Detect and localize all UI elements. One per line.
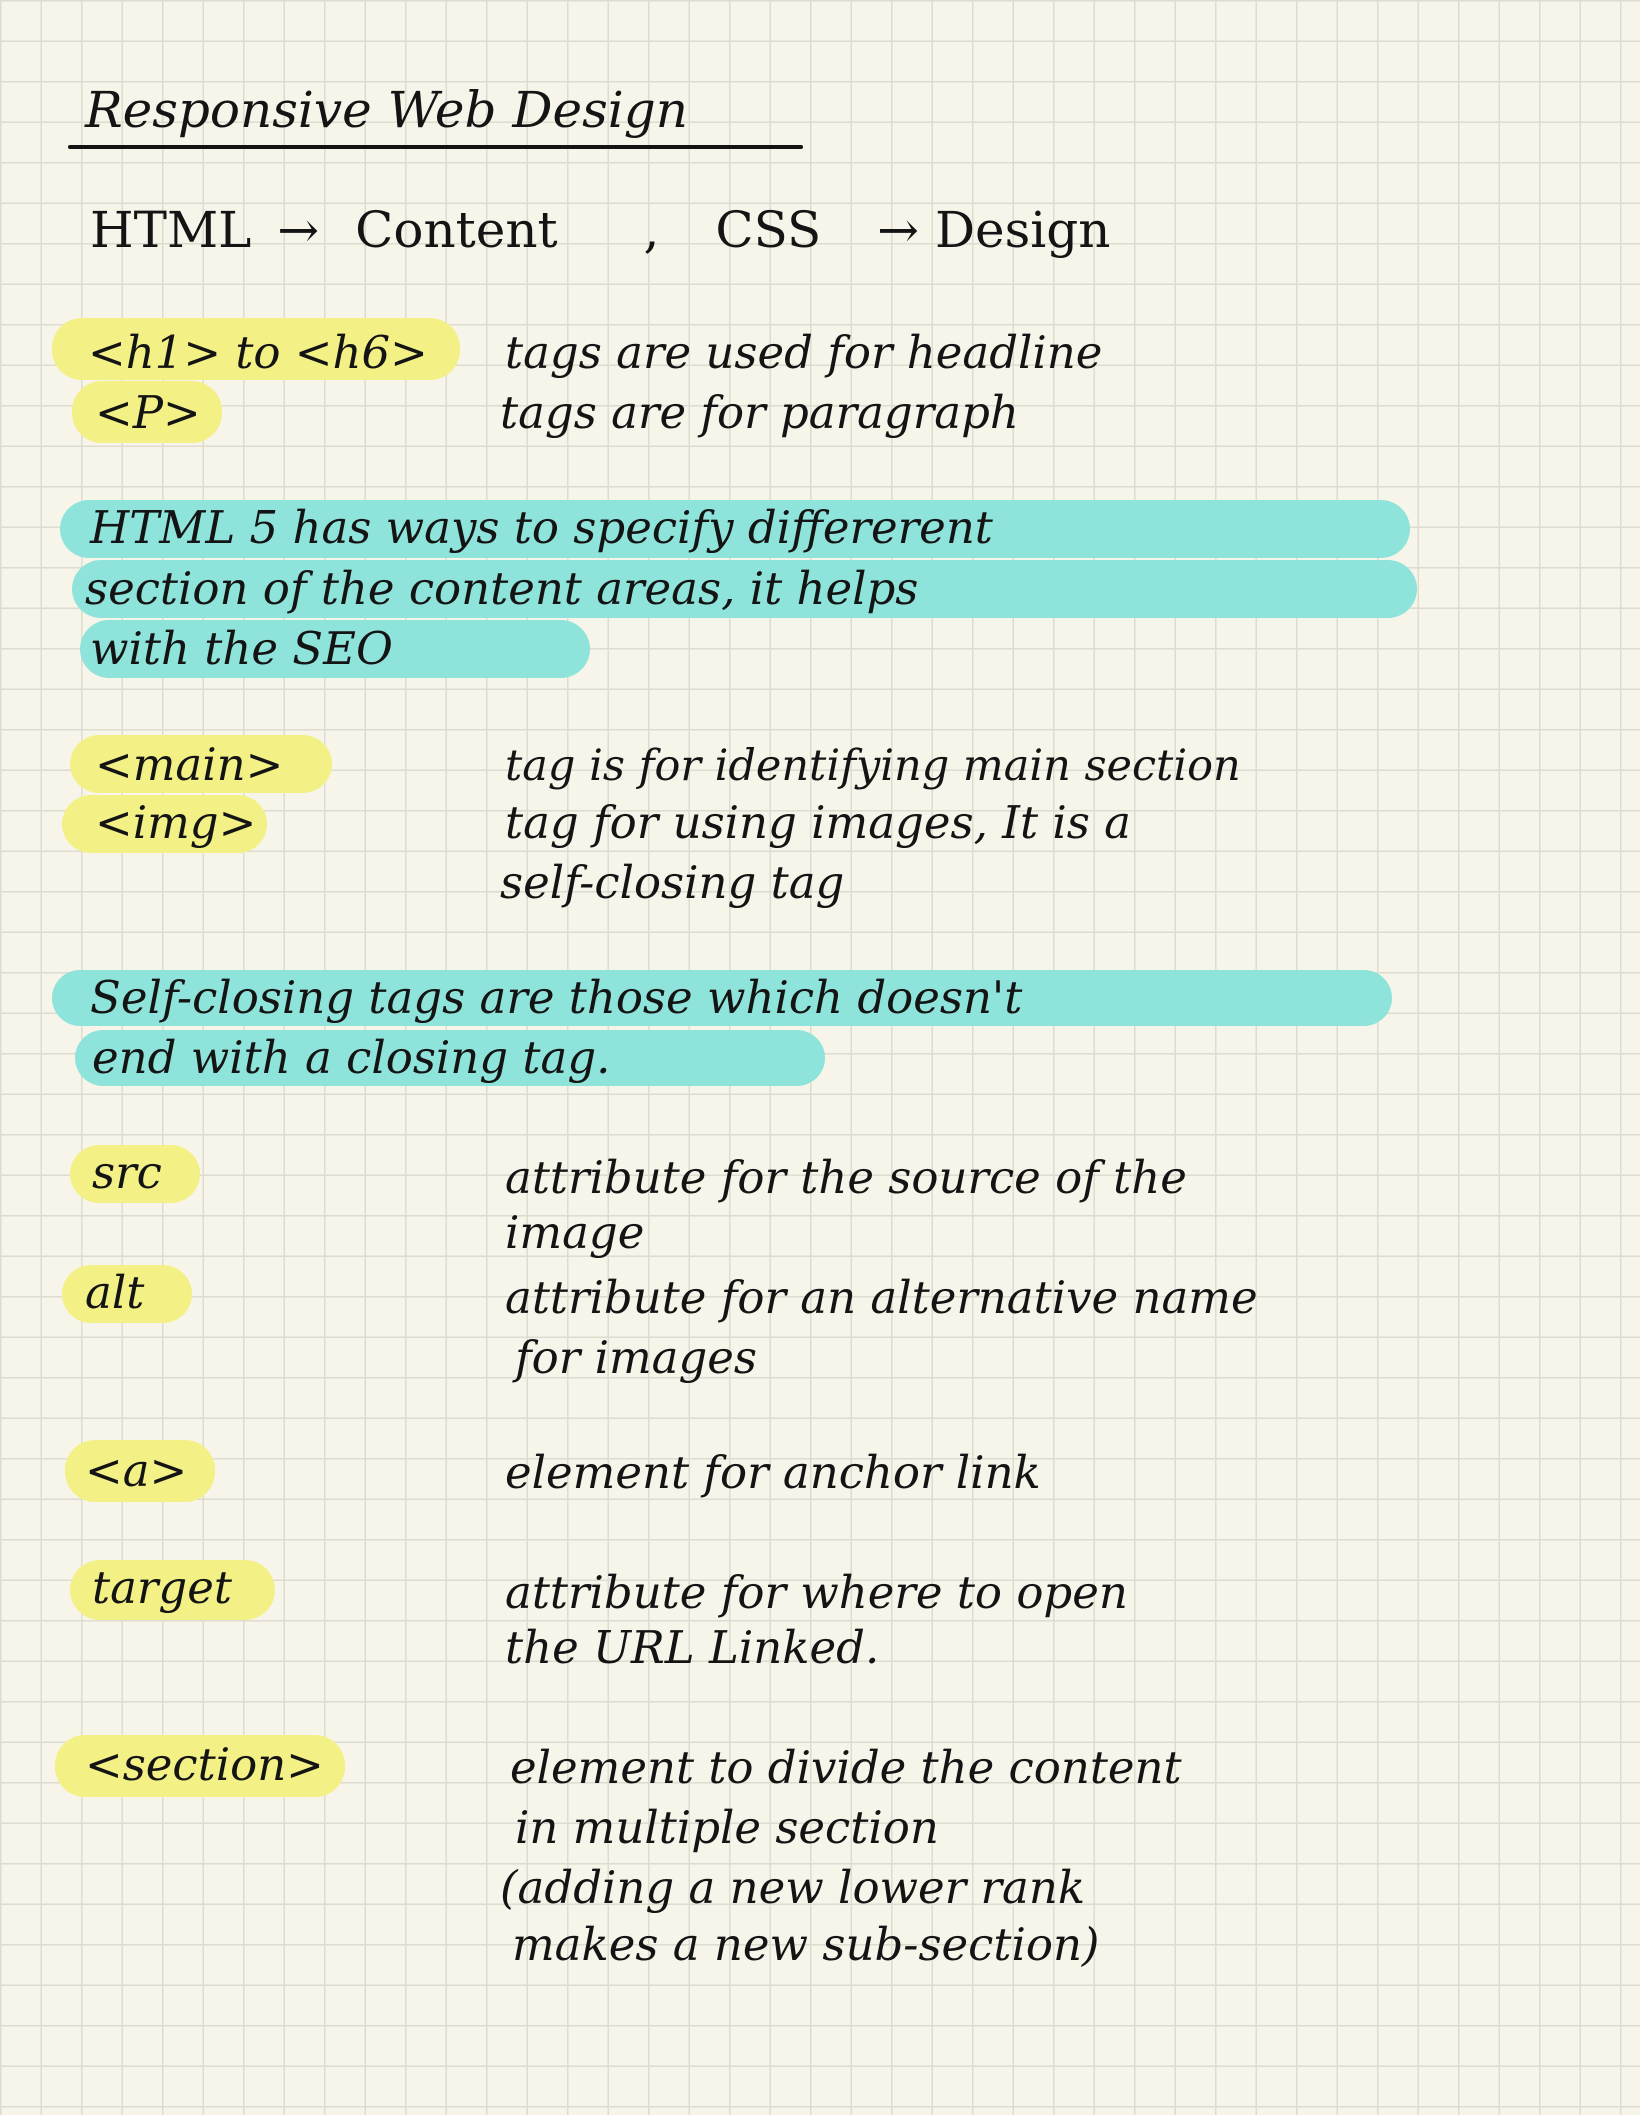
arrow-icon: → [277,201,320,259]
term-alt: alt [85,1266,145,1319]
highlight-html5-line1 [60,500,1410,558]
desc-img-line1: tag for using images, It is a [505,796,1131,849]
desc-section-line4: makes a new sub-section) [512,1918,1100,1971]
highlight-html5-line3 [80,620,590,678]
selfclosing-note-line1: Self-closing tags are those which doesn'… [90,971,1023,1024]
desc-alt-line2: for images [515,1331,757,1384]
desc-a-line1: element for anchor link [505,1446,1041,1499]
term-section: <section> [85,1738,324,1791]
highlight-html5-line2 [72,560,1417,618]
intro-content: Content [355,201,558,259]
title-underline [68,145,803,149]
intro-html: HTML [90,201,252,259]
html5-note-line1: HTML 5 has ways to specify differerent [90,501,993,554]
desc-alt-line1: attribute for an alternative name [505,1271,1258,1324]
term-src: src [92,1146,162,1199]
intro-line: HTML → Content , CSS → Design [90,205,1111,255]
arrow-icon: → [877,201,920,259]
page-title: Responsive Web Design [85,81,688,139]
desc-p: tags are for paragraph [500,386,1019,439]
highlight-src [70,1145,200,1203]
desc-src-line1: attribute for the source of the [505,1151,1187,1204]
desc-section-line1: element to divide the content [510,1741,1182,1794]
desc-section-line3: (adding a new lower rank [500,1861,1086,1914]
highlight-img [62,795,267,853]
desc-section-line2: in multiple section [515,1801,939,1854]
term-target: target [92,1561,232,1614]
html5-note-line2: section of the content areas, it helps [85,562,919,615]
html5-note-line3: with the SEO [90,622,393,675]
highlight-main [70,735,332,793]
term-h1-h6: <h1> to <h6> [88,326,428,379]
highlight-selfclosing-line2 [75,1030,825,1086]
highlight-p [72,381,222,443]
desc-h1-h6: tags are used for headline [505,326,1103,379]
highlight-target [70,1560,275,1620]
selfclosing-note-line2: end with a closing tag. [92,1031,611,1084]
highlight-h1-h6 [52,318,460,380]
term-a: <a> [85,1444,188,1497]
term-p: <P> [95,386,201,439]
intro-design: Design [934,201,1111,259]
term-main: <main> [95,738,284,791]
highlight-selfclosing-line1 [52,970,1392,1026]
intro-comma: , [643,201,660,259]
desc-main-line1: tag is for identifying main section [505,741,1241,791]
desc-src-line2: image [505,1206,645,1259]
highlight-alt [62,1265,192,1323]
highlight-a [65,1440,215,1502]
desc-target-line1: attribute for where to open [505,1566,1128,1619]
term-img: <img> [95,796,257,849]
desc-img-line2: self-closing tag [500,856,845,909]
intro-css: CSS [715,201,822,259]
highlight-section [55,1735,345,1797]
desc-target-line2: the URL Linked. [505,1621,880,1674]
